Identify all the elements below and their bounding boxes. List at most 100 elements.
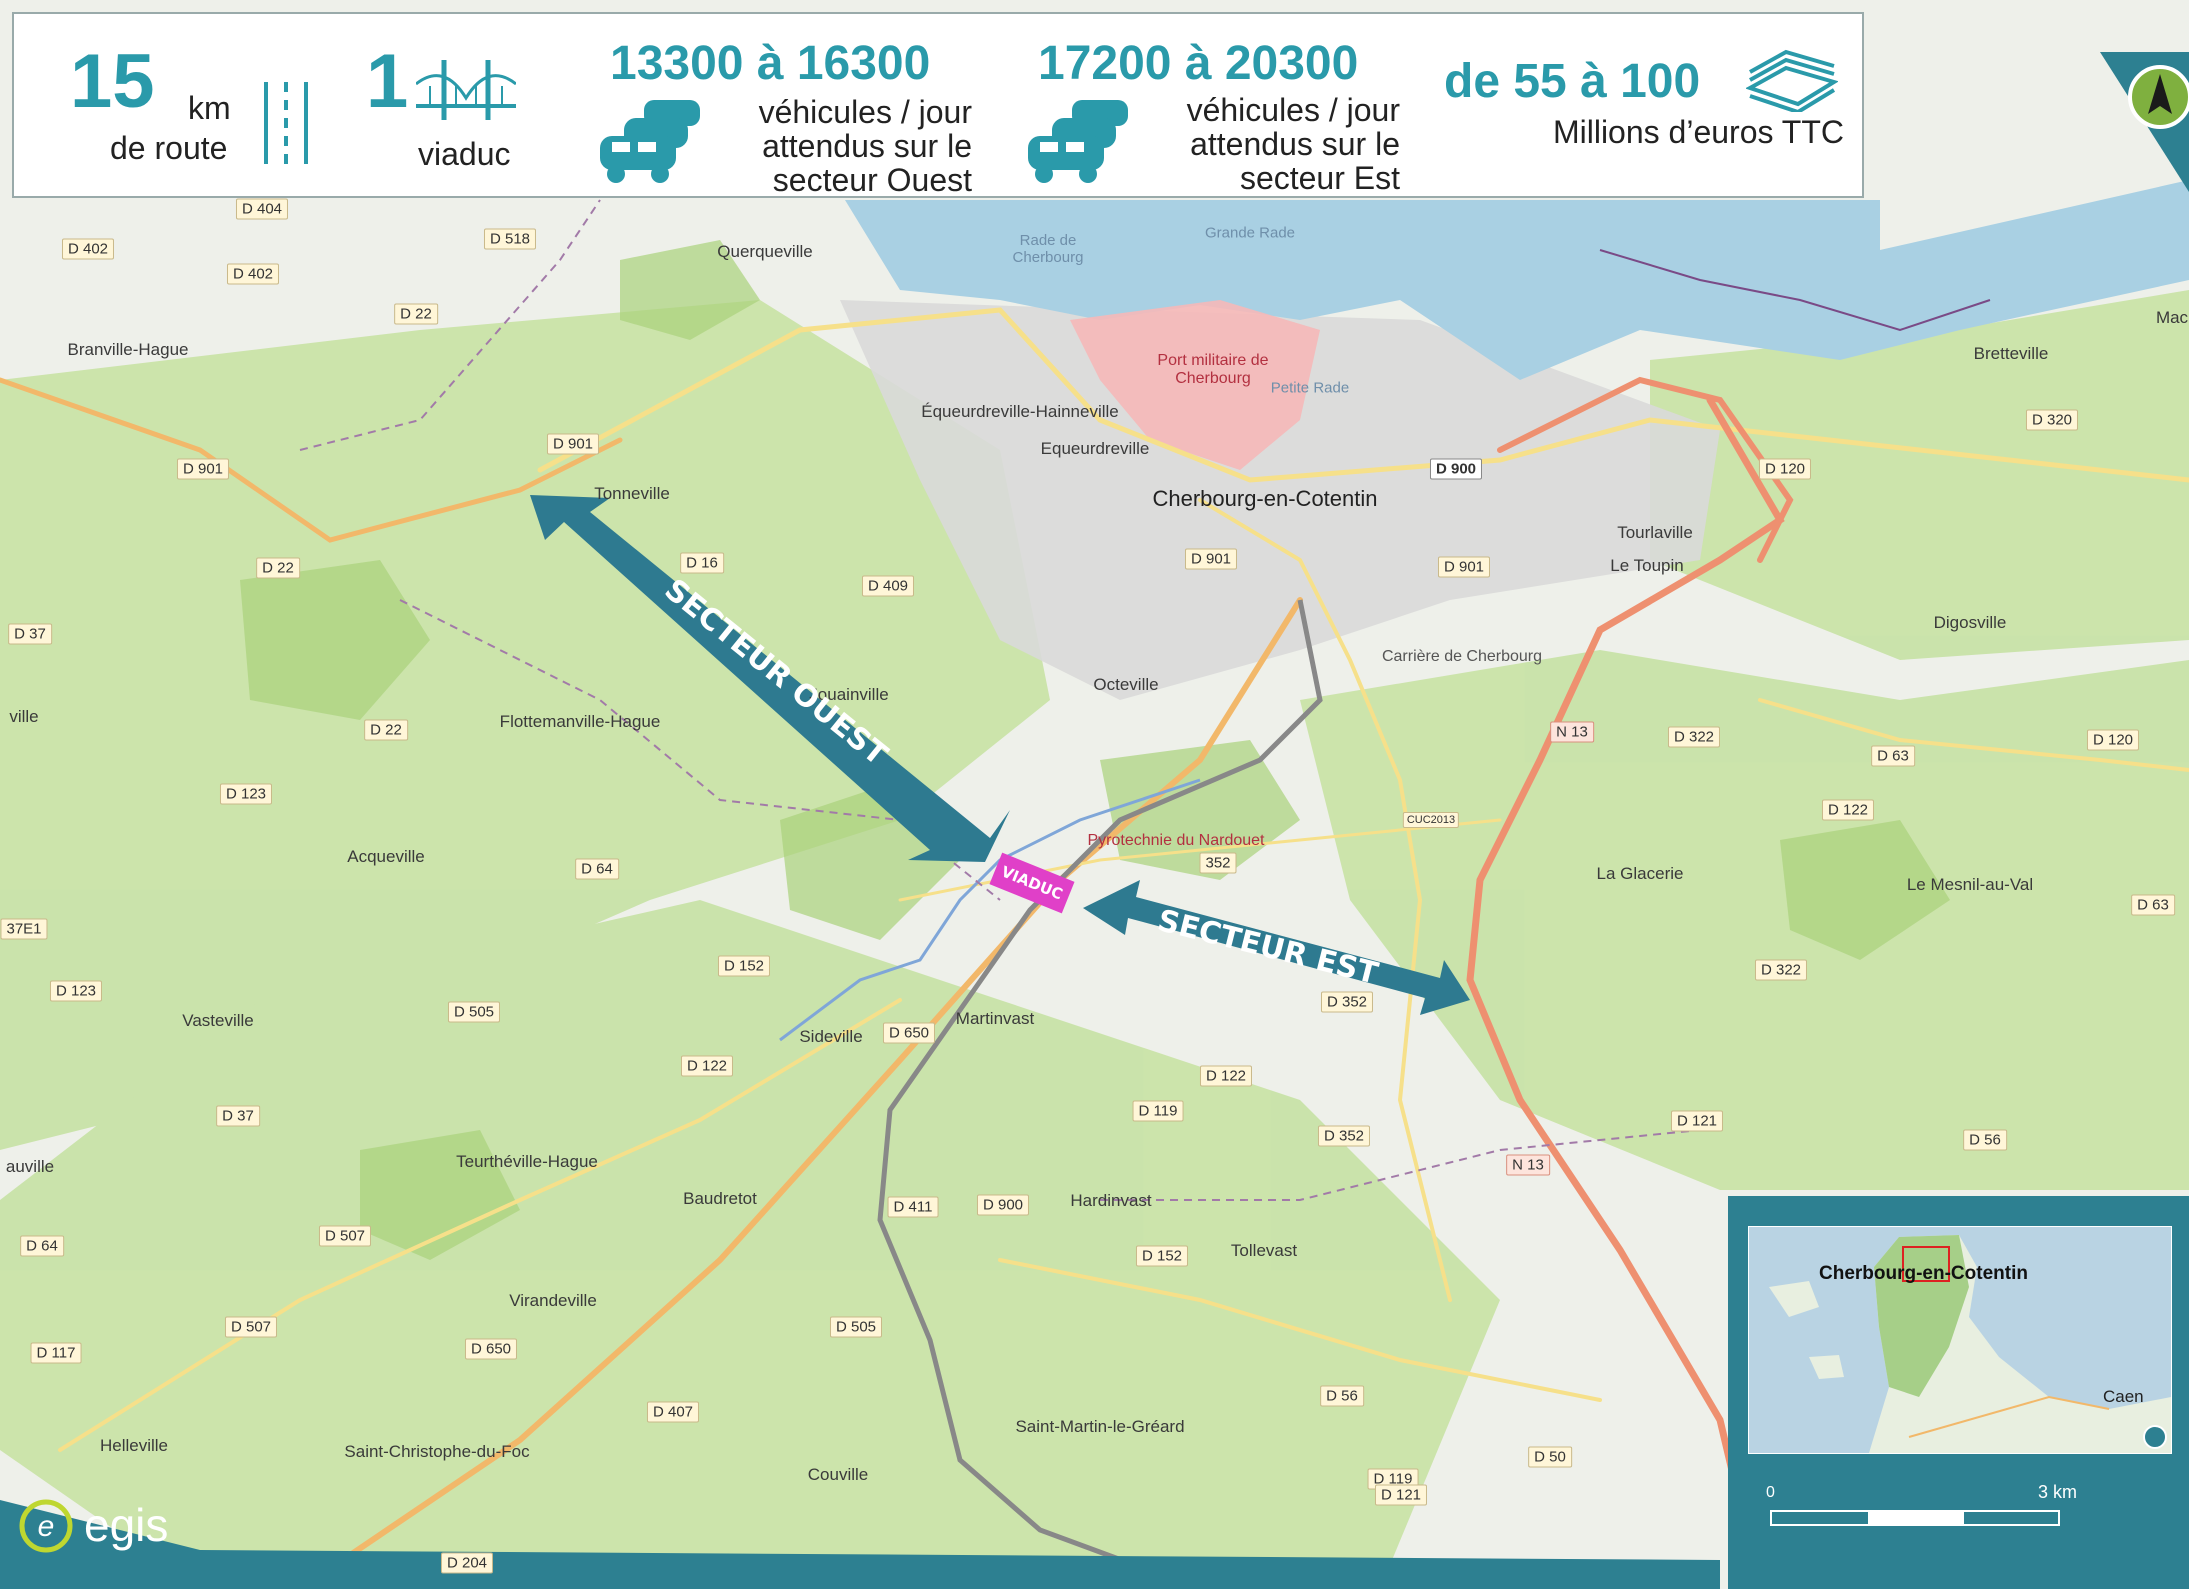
ouest-line3: secteur Ouest (772, 162, 972, 198)
ouest-line2: attendus sur le (762, 128, 972, 164)
place-octeville: Octeville (1093, 675, 1159, 694)
route-unit: km (188, 90, 231, 126)
egis-logo-text: egis (84, 1499, 169, 1551)
place-jouainville: Jouainville (809, 685, 889, 704)
inset-compass-icon (2143, 1425, 2167, 1449)
road-d505-a: D 505 (447, 1001, 501, 1023)
inset-map-frame: Cherbourg-en-Cotentin Caen (1748, 1226, 2172, 1454)
road-d322-b: D 322 (1754, 959, 1808, 981)
road-d50: D 50 (1528, 1446, 1572, 1468)
road-d120-a: D 120 (1758, 458, 1812, 480)
place-digosville: Digosville (1933, 613, 2007, 632)
road-d901-c: D 901 (1184, 548, 1238, 570)
road-d900-b: D 900 (976, 1194, 1030, 1216)
money-icon (1746, 49, 1838, 112)
road-d352-c: D 352 (1317, 1125, 1371, 1147)
road-d117: D 117 (30, 1342, 82, 1364)
place-sideville: Sideville (799, 1027, 863, 1046)
place-mac-edge: Mac (2155, 308, 2189, 327)
viaduc-value: 1 (366, 39, 409, 124)
road-d352-b: D 352 (1320, 991, 1374, 1013)
road-d152-a: D 152 (717, 955, 771, 977)
place-le-toupin: Le Toupin (1610, 556, 1684, 575)
road-d901-a: D 901 (176, 458, 230, 480)
road-d63-a: D 63 (1871, 745, 1915, 767)
place-ville-edge: ville (9, 707, 39, 726)
place-helleville: Helleville (99, 1436, 169, 1455)
est-line1: véhicules / jour (1186, 92, 1400, 128)
viaduc-label: viaduc (418, 136, 511, 172)
road-37e1: 37E1 (0, 918, 48, 940)
road-d64-b: D 64 (20, 1235, 64, 1257)
place-couville: Couville (807, 1465, 869, 1484)
road-d322-a: D 322 (1667, 726, 1721, 748)
place-vasteville: Vasteville (182, 1011, 254, 1030)
place-acqueville: Acqueville (347, 847, 425, 866)
place-saint-martin: Saint-Martin-le-Gréard (1015, 1417, 1185, 1436)
road-d22-a: D 22 (394, 303, 438, 325)
secteur-ouest-arrow (530, 495, 1010, 862)
est-line3: secteur Est (1239, 160, 1400, 196)
road-d37-a: D 37 (8, 623, 52, 645)
egis-logo-icon: e (19, 1499, 73, 1553)
road-icon (264, 82, 308, 164)
inset-title: Cherbourg-en-Cotentin (1819, 1263, 2028, 1284)
road-d64: D 64 (575, 858, 619, 880)
place-auville-edge: auville (5, 1157, 55, 1176)
road-d411: D 411 (887, 1196, 939, 1218)
route-label: de route (110, 130, 228, 166)
place-bretteville: Bretteville (1973, 344, 2049, 363)
place-petite-rade: Petite Rade (1270, 379, 1350, 397)
road-d37-b: D 37 (216, 1105, 260, 1127)
road-d152-b: D 152 (1135, 1245, 1189, 1267)
scale-start: 0 (1766, 1484, 1775, 1501)
road-d404: D 404 (235, 198, 289, 220)
cars-icon (600, 100, 700, 183)
place-baudretot: Baudretot (683, 1189, 757, 1208)
road-n13-a: N 13 (1550, 721, 1594, 743)
cost-label: Millions d’euros TTC (1552, 114, 1844, 150)
stat-ouest: 13300 à 16300 véhicules / jour attendus … (584, 28, 984, 198)
place-grande-rade: Grande Rade (1204, 224, 1296, 242)
road-d119-b: D 119 (1367, 1468, 1419, 1490)
road-d123-a: D 123 (219, 783, 273, 805)
place-hardinvast: Hardinvast (1070, 1191, 1152, 1210)
route-value: 15 (70, 39, 155, 124)
road-d518: D 518 (483, 228, 537, 250)
place-pyrotechnie: Pyrotechnie du Nardouet (1087, 832, 1265, 849)
road-d900: D 900 (1429, 458, 1483, 480)
place-virandeville: Virandeville (509, 1291, 597, 1310)
place-branville: Branville-Hague (67, 340, 189, 359)
stat-viaduc: 1 viaduc (366, 42, 546, 182)
cost-range: de 55 à 100 (1444, 55, 1701, 108)
road-d22-b: D 22 (256, 557, 300, 579)
road-d507-b: D 507 (224, 1316, 278, 1338)
scale-end: 3 km (2038, 1482, 2078, 1502)
ouest-range: 13300 à 16300 (610, 37, 931, 90)
scale-bar (1770, 1510, 2060, 1526)
road-d121-b: D 121 (1374, 1484, 1428, 1506)
svg-text:e: e (38, 1510, 55, 1543)
est-range: 17200 à 20300 (1038, 37, 1359, 90)
stats-header: 15 km de route 1 viaduc 13300 à 16300 (12, 12, 1864, 198)
road-d120-b: D 120 (2086, 729, 2140, 751)
place-equeurdreville-hainneville: Équeurdreville-Hainneville (921, 402, 1119, 421)
road-cuc2013: CUC2013 (1402, 812, 1460, 828)
place-cherbourg: Cherbourg-en-Cotentin (1152, 486, 1378, 511)
road-d204: D 204 (440, 1552, 494, 1574)
road-d122-a: D 122 (1821, 799, 1875, 821)
road-d56-b: D 56 (1320, 1385, 1364, 1407)
road-d505-b: D 505 (829, 1316, 883, 1338)
road-d16: D 16 (680, 552, 724, 574)
road-d56-a: D 56 (1963, 1129, 2007, 1151)
road-352: 352 (1199, 852, 1237, 874)
place-martinvast: Martinvast (955, 1009, 1035, 1028)
place-equeurdreville: Equeurdreville (1040, 439, 1150, 458)
road-d650-b: D 650 (464, 1338, 518, 1360)
ouest-line1: véhicules / jour (758, 94, 972, 130)
stat-est: 17200 à 20300 véhicules / jour attendus … (1012, 28, 1412, 198)
road-d123-b: D 123 (49, 980, 103, 1002)
secteur-est-arrow (1083, 880, 1470, 1015)
place-querqueville: Querqueville (717, 242, 813, 261)
